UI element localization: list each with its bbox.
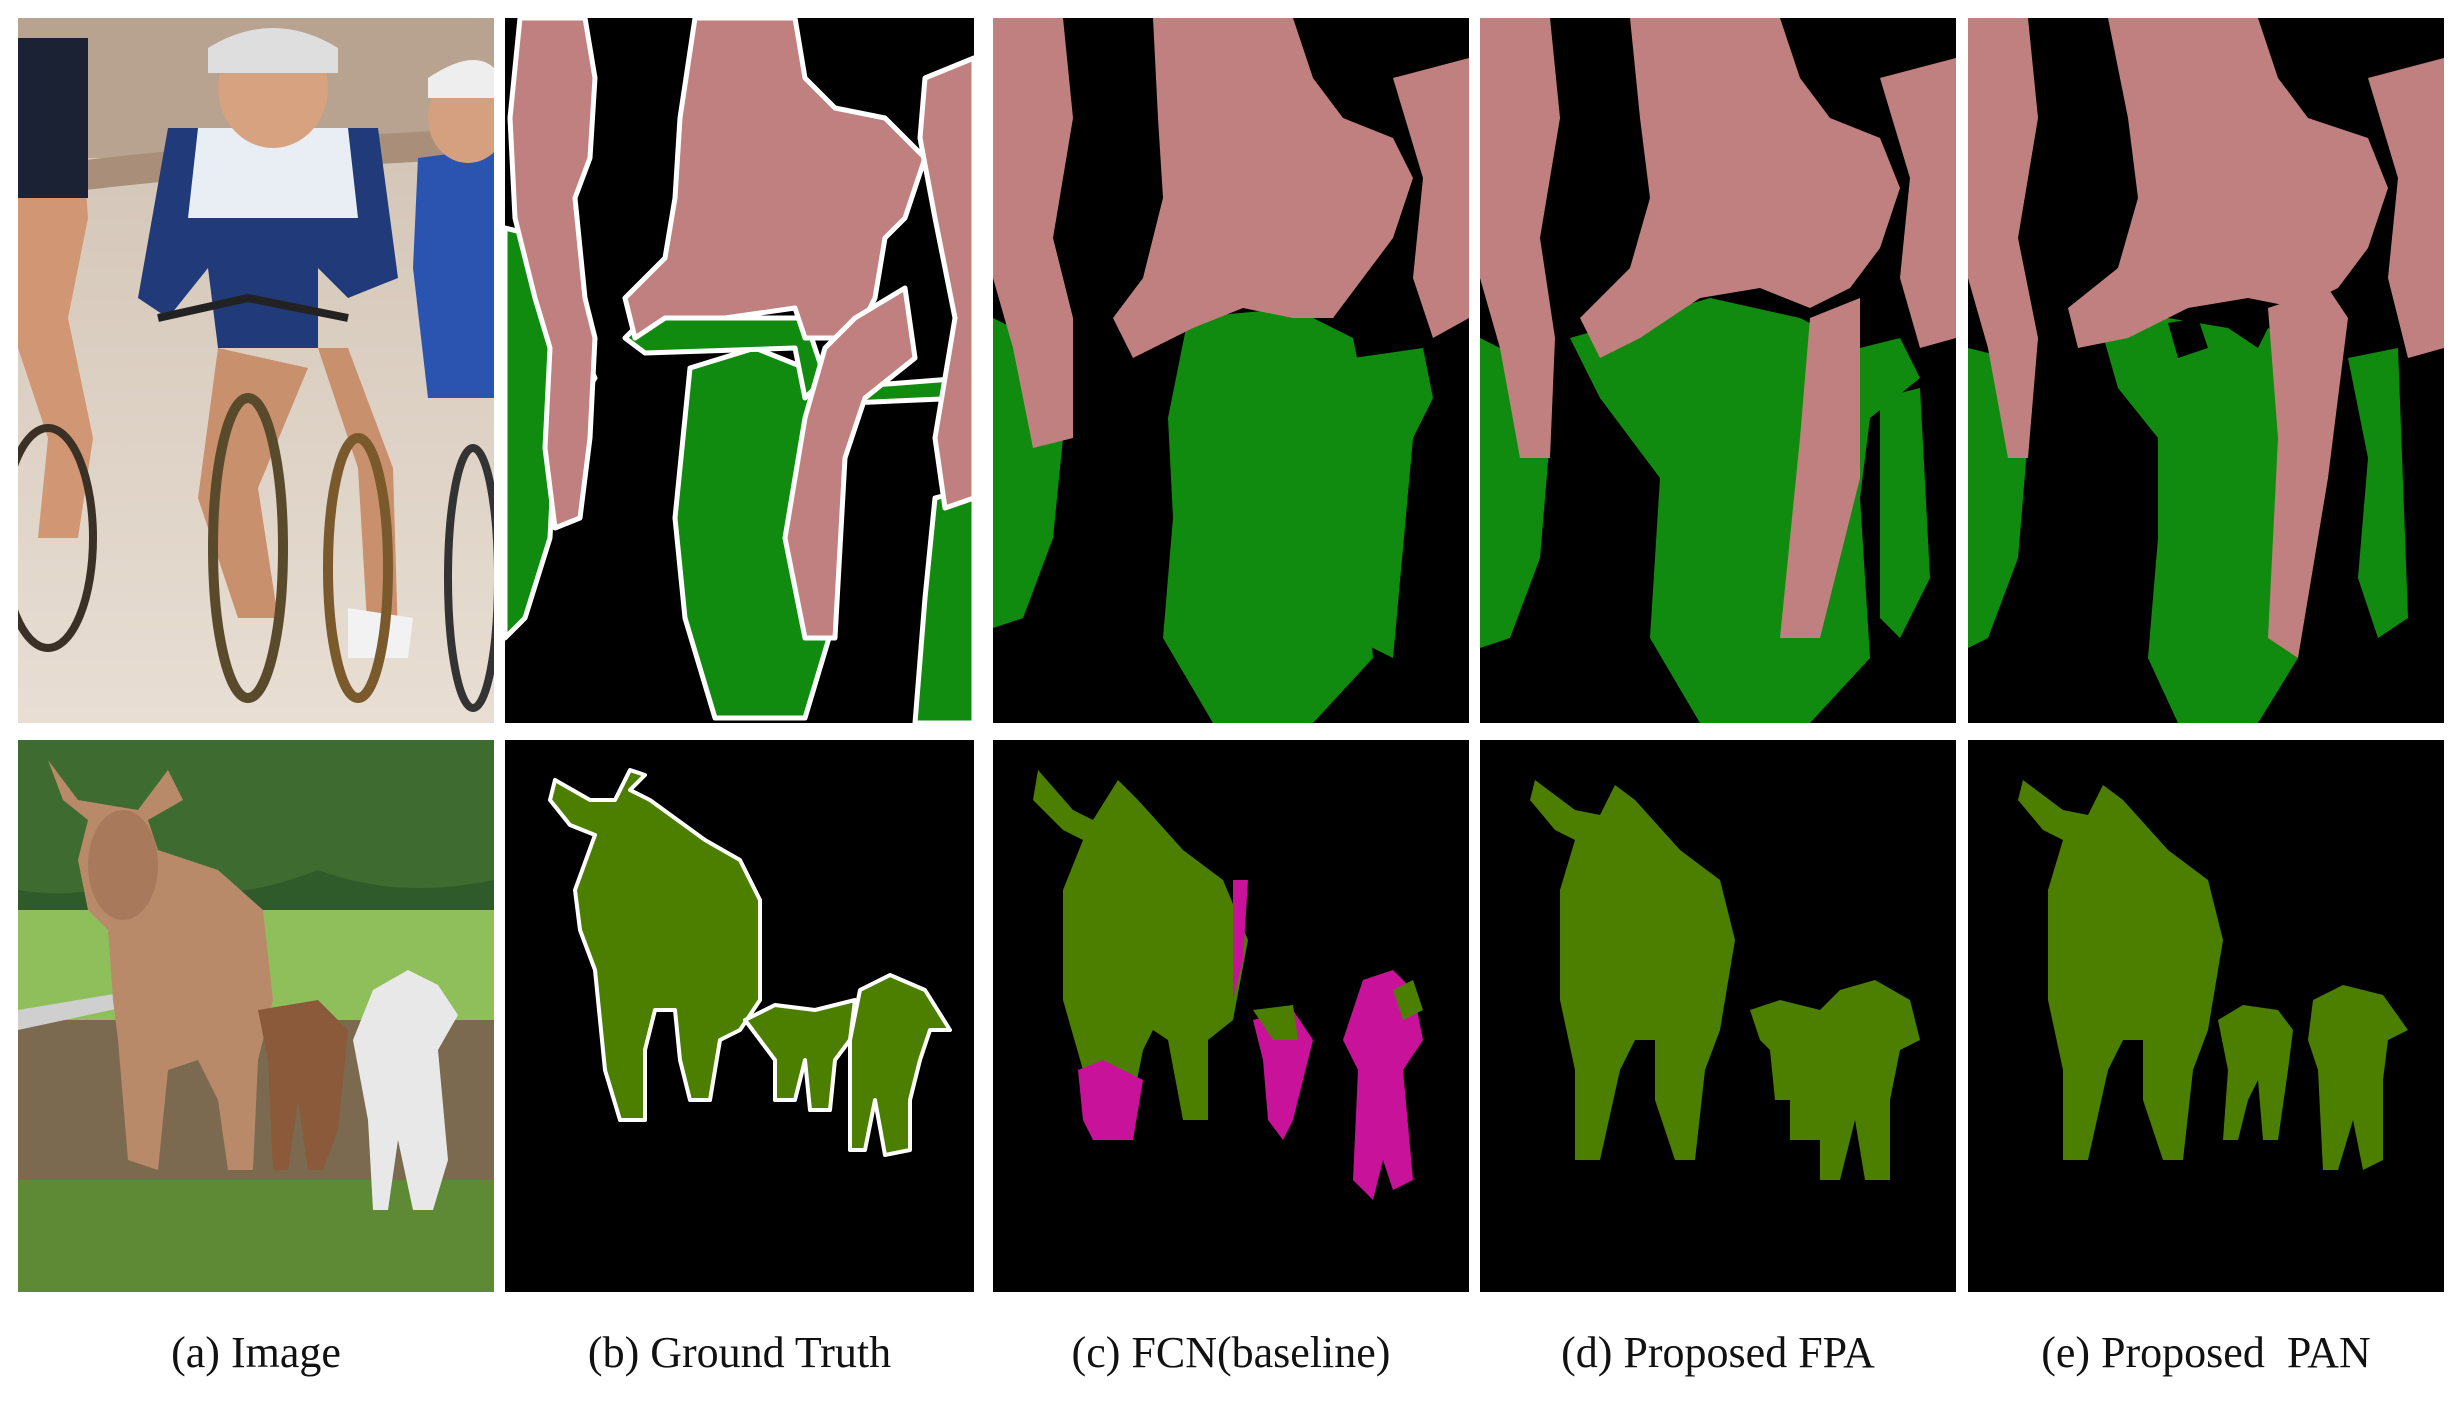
proposed-fpa-cyclists <box>1480 18 1956 723</box>
fcn-baseline-cattle <box>993 740 1469 1292</box>
caption-ground-truth: (b) Ground Truth <box>587 1328 892 1377</box>
input-image-cyclists <box>18 18 494 723</box>
ground-truth-cyclists <box>505 18 974 723</box>
caption-proposed-fpa: (d) Proposed FPA <box>1561 1328 1875 1377</box>
fcn-baseline-cyclists <box>993 18 1469 723</box>
input-image-cattle <box>18 740 494 1292</box>
caption-image: (a) Image <box>171 1328 341 1377</box>
ground-truth-cattle <box>505 740 974 1292</box>
caption-proposed-pan: (e) Proposed PAN <box>2041 1328 2371 1377</box>
caption-fcn-baseline: (c) FCN(baseline) <box>1071 1328 1391 1377</box>
proposed-pan-cyclists <box>1968 18 2444 723</box>
proposed-pan-cattle <box>1968 740 2444 1292</box>
proposed-fpa-cattle <box>1480 740 1956 1292</box>
